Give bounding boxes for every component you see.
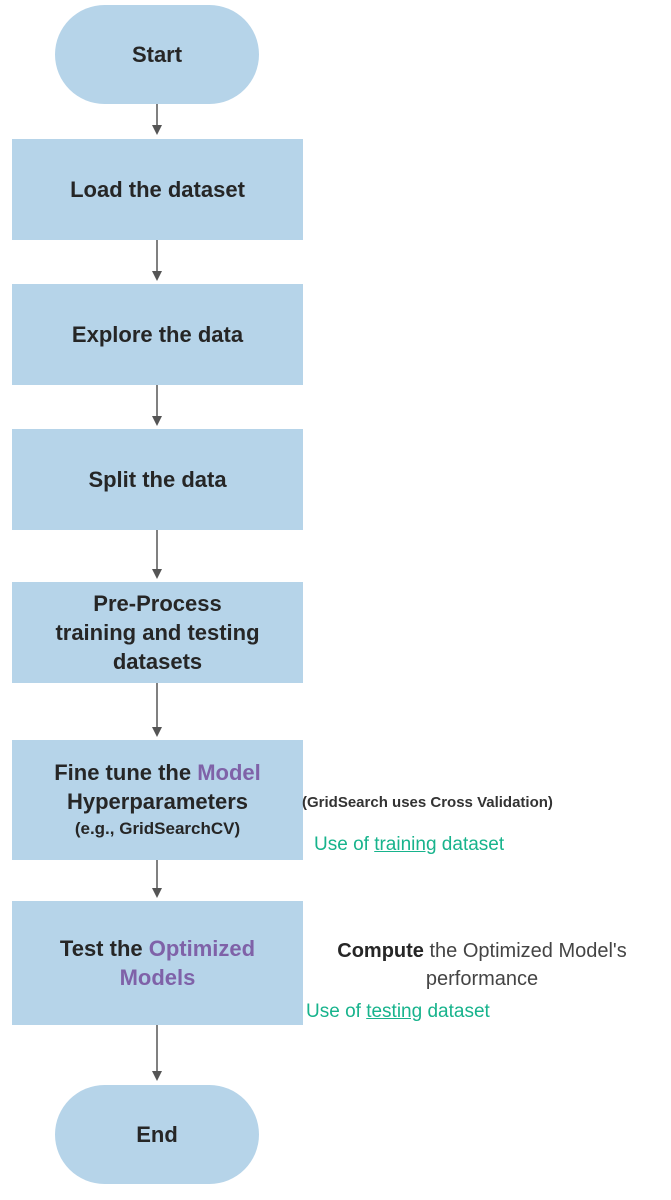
- step-explore-data: Explore the data: [12, 284, 303, 385]
- step-load-label: Load the dataset: [70, 177, 245, 202]
- end-label: End: [136, 1122, 178, 1147]
- step-finetune-line2: Hyperparameters: [67, 789, 248, 814]
- step-preprocess-line2: training and testing: [55, 620, 260, 645]
- step-load-dataset: Load the dataset: [12, 139, 303, 240]
- step-finetune-line1-text: Fine tune the: [54, 760, 198, 785]
- step-test-models-highlight: Models: [119, 965, 196, 990]
- compute-bold: Compute: [337, 940, 424, 962]
- step-explore-label: Explore the data: [71, 322, 244, 347]
- compute-line2: performance: [425, 968, 539, 990]
- end-node: End: [55, 1085, 259, 1184]
- testing-use-post: dataset: [422, 1001, 490, 1022]
- compute-rest: the Optimized Model's: [423, 940, 627, 962]
- training-use-post: dataset: [436, 834, 505, 855]
- testing-use-pre: Use of: [306, 1001, 367, 1022]
- step-finetune: Fine tune the Model Hyperparameters (e.g…: [12, 740, 303, 860]
- testing-use-note: Use of testing dataset: [306, 1001, 490, 1023]
- compute-note: Compute the Optimized Model's performanc…: [306, 937, 658, 993]
- step-test-line1: Test the Optimized: [60, 934, 255, 963]
- step-split-label: Split the data: [88, 467, 227, 492]
- step-preprocess-line3: datasets: [112, 649, 203, 674]
- step-preprocess: Pre-Process training and testing dataset…: [12, 582, 303, 683]
- step-preprocess-line1: Pre-Process: [93, 591, 222, 616]
- start-label: Start: [131, 42, 183, 67]
- training-use-note: Use of training dataset: [314, 834, 504, 856]
- gridsearch-note: (GridSearch uses Cross Validation): [302, 794, 553, 811]
- training-use-pre: Use of: [314, 834, 375, 855]
- training-use-link: training: [374, 834, 437, 855]
- step-test-line1-text: Test the: [59, 936, 149, 961]
- step-finetune-line3: (e.g., GridSearchCV): [74, 819, 241, 838]
- step-finetune-model-highlight: Model: [197, 760, 261, 785]
- step-test-optimized-highlight: Optimized: [148, 936, 256, 961]
- step-test-models: Test the Optimized Models: [12, 901, 303, 1025]
- start-node: Start: [55, 5, 259, 104]
- step-finetune-line1: Fine tune the Model: [54, 758, 261, 787]
- testing-use-link: testing: [366, 1001, 423, 1022]
- step-split-data: Split the data: [12, 429, 303, 530]
